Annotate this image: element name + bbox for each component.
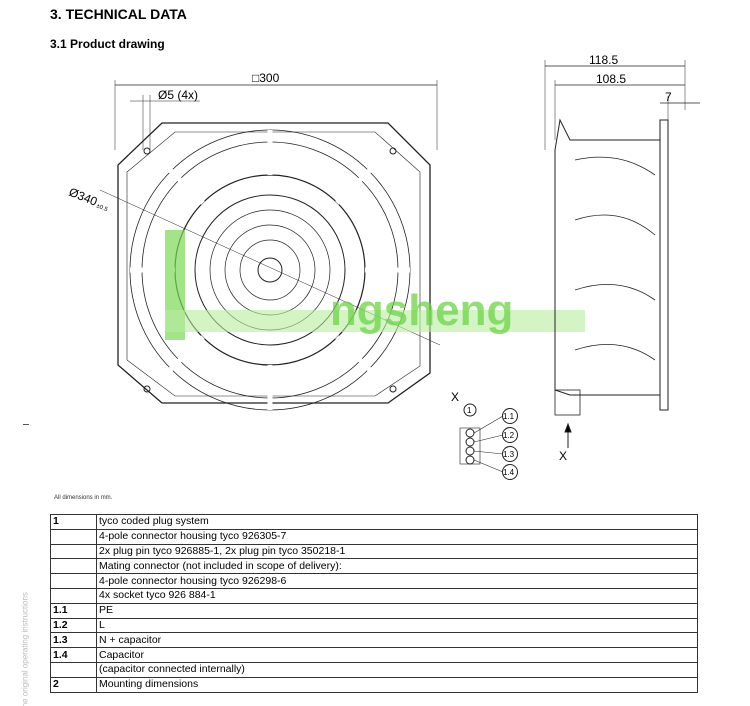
dim-tolerance: ±0.5 (95, 203, 109, 213)
table-row: 2x plug pin tyco 926885-1, 2x plug pin t… (50, 543, 698, 560)
dim-diameter-340: Ø340 (67, 185, 100, 209)
product-drawing: □300 Ø5 (4x) Ø340 ±0.5 ngsheng 118.5 108… (67, 53, 700, 480)
table-row: (capacitor connected internally) (50, 661, 698, 678)
section-title: 3. TECHNICAL DATA (50, 6, 187, 22)
callout-1-2: 1.2 (503, 431, 515, 440)
margin-mark (23, 424, 29, 425)
dim-flange: 7 (665, 90, 672, 104)
dim-holes: Ø5 (4x) (158, 88, 198, 102)
callout-1-1: 1.1 (503, 412, 515, 421)
callout-1-3: 1.3 (503, 450, 515, 459)
side-text: the original operating instructions (20, 592, 30, 706)
callout-1-4: 1.4 (503, 468, 515, 477)
view-label: X (451, 390, 459, 404)
dimensions-note: All dimensions in mm. (54, 495, 113, 501)
dim-square-300: □300 (252, 71, 280, 85)
dim-depth-total: 118.5 (589, 53, 618, 67)
table-row: 4-pole connector housing tyco 926305-7 (50, 528, 698, 545)
subsection-title: 3.1 Product drawing (50, 37, 165, 51)
watermark: ngsheng (330, 286, 513, 335)
table-row: 4-pole connector housing tyco 926298-6 (50, 573, 698, 589)
view-arrow-label: X (559, 449, 567, 463)
table-row: 4x socket tyco 926 884-1 (50, 587, 698, 604)
dim-depth-body: 108.5 (596, 72, 626, 86)
callout-1: 1 (467, 406, 472, 415)
table-row: Mating connector (not included in scope … (50, 558, 698, 575)
